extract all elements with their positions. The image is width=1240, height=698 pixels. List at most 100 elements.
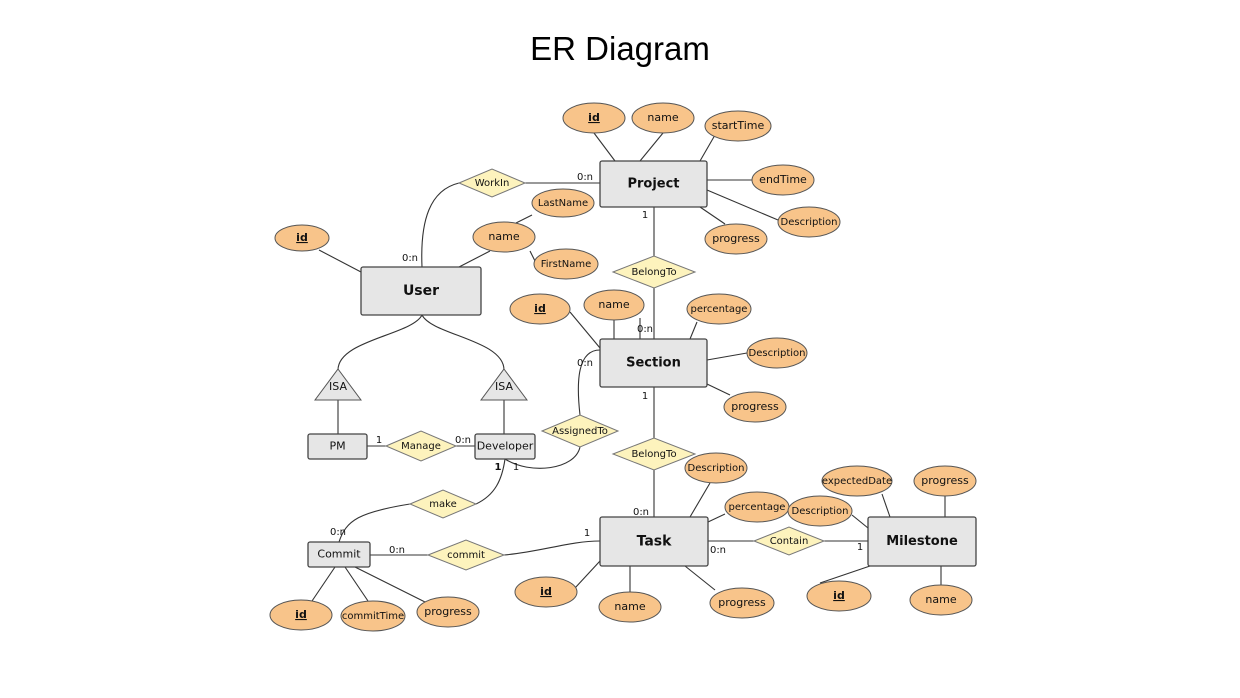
cardinality-k3: 1 [642, 210, 648, 221]
attribute-label: FirstName [541, 259, 592, 270]
connector-line [577, 349, 601, 416]
entity-label: Commit [317, 548, 361, 561]
attribute-label: name [598, 298, 629, 311]
attribute-s-prog: progress [723, 391, 787, 423]
attribute-t-prog: progress [709, 587, 775, 619]
attribute-label: name [925, 593, 956, 606]
relationship-label: make [429, 499, 456, 510]
connector-line [684, 565, 716, 591]
entity-pm: PM [307, 433, 368, 460]
cardinality-k11: 0:n [633, 507, 649, 518]
connector-line [707, 513, 726, 523]
connector-line [475, 458, 506, 505]
attribute-m-name: name [909, 584, 973, 616]
connector-line [593, 132, 616, 162]
attribute-m-prog: progress [913, 465, 977, 497]
attribute-u-name: name [472, 221, 536, 253]
entity-label: Milestone [886, 534, 958, 549]
attribute-u-last: LastName [531, 188, 595, 218]
cardinality-k5: 0:n [577, 358, 593, 369]
connector-line [819, 565, 871, 584]
attribute-label: progress [712, 232, 760, 245]
relationship-workin: WorkIn [457, 168, 527, 198]
attribute-label: name [488, 230, 519, 243]
attribute-m-desc: Description [787, 495, 853, 527]
connector-line [851, 514, 869, 529]
attribute-p-prog: progress [704, 223, 768, 255]
connector-line [503, 540, 601, 556]
relationship-label: BelongTo [631, 267, 676, 278]
attribute-u-first: FirstName [533, 248, 599, 280]
connector-line [318, 249, 362, 273]
attribute-label: id [540, 585, 552, 598]
connector-line [311, 566, 336, 602]
attribute-label: progress [921, 474, 969, 487]
attribute-label: id [296, 231, 308, 244]
attribute-label: commitTime [342, 611, 404, 622]
entity-label: Project [627, 177, 679, 192]
attribute-label: expectedDate [822, 476, 892, 487]
connector-line [338, 503, 411, 543]
entity-milestone: Milestone [867, 516, 977, 567]
attribute-t-desc: Description [684, 452, 748, 484]
cardinality-k6: 1 [642, 391, 648, 402]
attribute-p-id: id [562, 102, 626, 134]
connector-line [529, 250, 536, 262]
attribute-label: Description [688, 463, 745, 474]
cardinality-k2: 0:n [402, 253, 418, 264]
connector-line [706, 189, 779, 221]
cardinality-k9: 1 [495, 462, 502, 473]
attribute-label: percentage [729, 502, 786, 513]
attribute-label: startTime [712, 119, 765, 132]
relationship-belongto1: BelongTo [611, 255, 697, 289]
attribute-p-start: startTime [704, 110, 772, 142]
entity-commit: Commit [307, 541, 371, 568]
attribute-label: id [534, 302, 546, 315]
cardinality-k8: 0:n [455, 435, 471, 446]
entity-task: Task [599, 516, 709, 567]
isa-dev-triangle: ISA [480, 368, 528, 401]
isa-pm-triangle: ISA [314, 368, 362, 401]
attribute-c-time: commitTime [340, 600, 406, 632]
attribute-p-name: name [631, 102, 695, 134]
entity-user: User [360, 266, 482, 316]
relationship-label: BelongTo [631, 449, 676, 460]
attribute-m-exp: expectedDate [821, 465, 893, 497]
connector-line [689, 321, 698, 340]
connector-line [421, 182, 460, 268]
relationship-label: Contain [770, 536, 809, 547]
entity-label: Task [637, 534, 673, 550]
connector-line [515, 214, 533, 224]
entity-label: User [403, 283, 439, 299]
diagram-title: ER Diagram [530, 30, 710, 67]
attribute-p-end: endTime [751, 164, 815, 196]
relationships: WorkInBelongToAssignedToManageBelongToma… [384, 168, 826, 571]
entity-developer: Developer [474, 433, 536, 460]
attribute-label: Description [792, 506, 849, 517]
attribute-label: LastName [538, 198, 588, 209]
attribute-label: name [647, 111, 678, 124]
cardinality-k10: 1 [513, 462, 519, 473]
entity-label: Developer [477, 440, 534, 453]
relationship-assignedto: AssignedTo [540, 414, 620, 448]
entity-label: PM [329, 440, 345, 453]
attribute-s-id: id [509, 293, 571, 325]
connector-line [344, 566, 369, 602]
relationship-label: commit [447, 550, 485, 561]
attribute-c-prog: progress [416, 596, 480, 628]
entity-project: Project [599, 160, 708, 208]
attribute-label: name [614, 600, 645, 613]
connector-line [706, 383, 731, 396]
cardinality-k15: 1 [857, 542, 863, 553]
attribute-u-id: id [274, 224, 330, 252]
relationship-contain: Contain [752, 526, 826, 556]
connector-line [569, 311, 601, 349]
relationship-manage: Manage [384, 430, 458, 462]
connector-line [421, 314, 505, 371]
attribute-label: Description [781, 217, 838, 228]
cardinality-k1: 0:n [577, 172, 593, 183]
connector-line [699, 206, 726, 225]
connector-line [706, 352, 748, 361]
